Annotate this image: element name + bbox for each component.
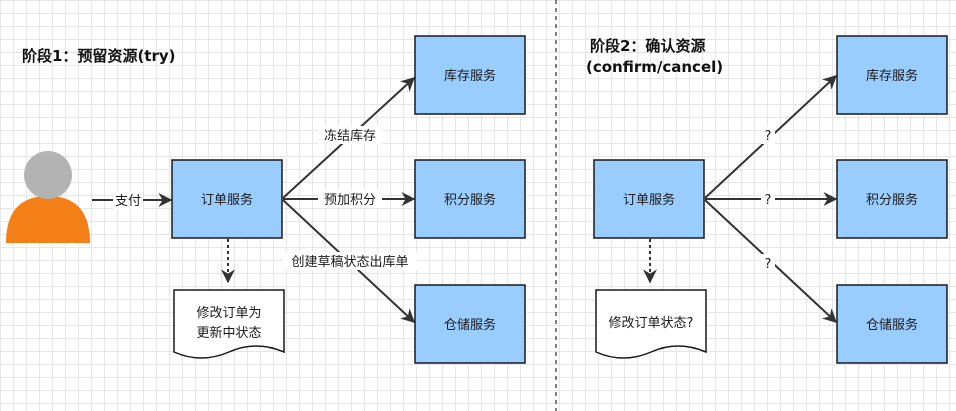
points-service-node <box>414 159 526 239</box>
phase2-inventory-service-label: 库存服务 <box>866 68 918 84</box>
edge-freeze-inventory-label: 冻结库存 <box>324 128 376 144</box>
phase2-edge-inventory-label: ? <box>765 129 772 144</box>
phase2-points-service-label: 积分服务 <box>866 192 918 208</box>
order-status-document-line2: 更新中状态 <box>196 325 261 341</box>
phase2-order-service-node <box>593 159 705 239</box>
order-status-document-line1: 修改订单为 <box>196 306 261 321</box>
phase2-points-service-node <box>836 159 948 239</box>
warehouse-service-label: 仓储服务 <box>444 317 496 333</box>
phase2-title-line1: 阶段2：确认资源 <box>590 37 705 55</box>
phase2-warehouse-service-label: 仓储服务 <box>866 317 918 333</box>
order-service-node <box>171 159 283 239</box>
phase1-title: 阶段1：预留资源(try) <box>22 47 176 65</box>
edge-create-draft-label: 创建草稿状态出库单 <box>291 254 408 270</box>
inventory-service-node <box>414 35 526 115</box>
phase2-edge-warehouse-label: ? <box>765 257 772 272</box>
phase2-title-line2: (confirm/cancel) <box>586 58 723 76</box>
phase2-inventory-service-node <box>836 35 948 115</box>
pay-edge-label: 支付 <box>115 194 141 209</box>
user-icon <box>6 151 90 243</box>
order-status-document <box>173 289 285 359</box>
points-service-label: 积分服务 <box>444 192 496 208</box>
order-service-label: 订单服务 <box>201 192 253 208</box>
edge-preadd-points-label: 预加积分 <box>324 193 376 208</box>
phase2-warehouse-service-node <box>836 284 948 364</box>
phase2-edge-points-label: ? <box>765 193 772 208</box>
phase2-order-service-label: 订单服务 <box>623 192 675 208</box>
phase2-order-status-document <box>595 289 707 359</box>
warehouse-service-node <box>414 284 526 364</box>
inventory-service-label: 库存服务 <box>444 68 496 84</box>
phase2-order-status-document-text: 修改订单状态? <box>609 316 694 331</box>
